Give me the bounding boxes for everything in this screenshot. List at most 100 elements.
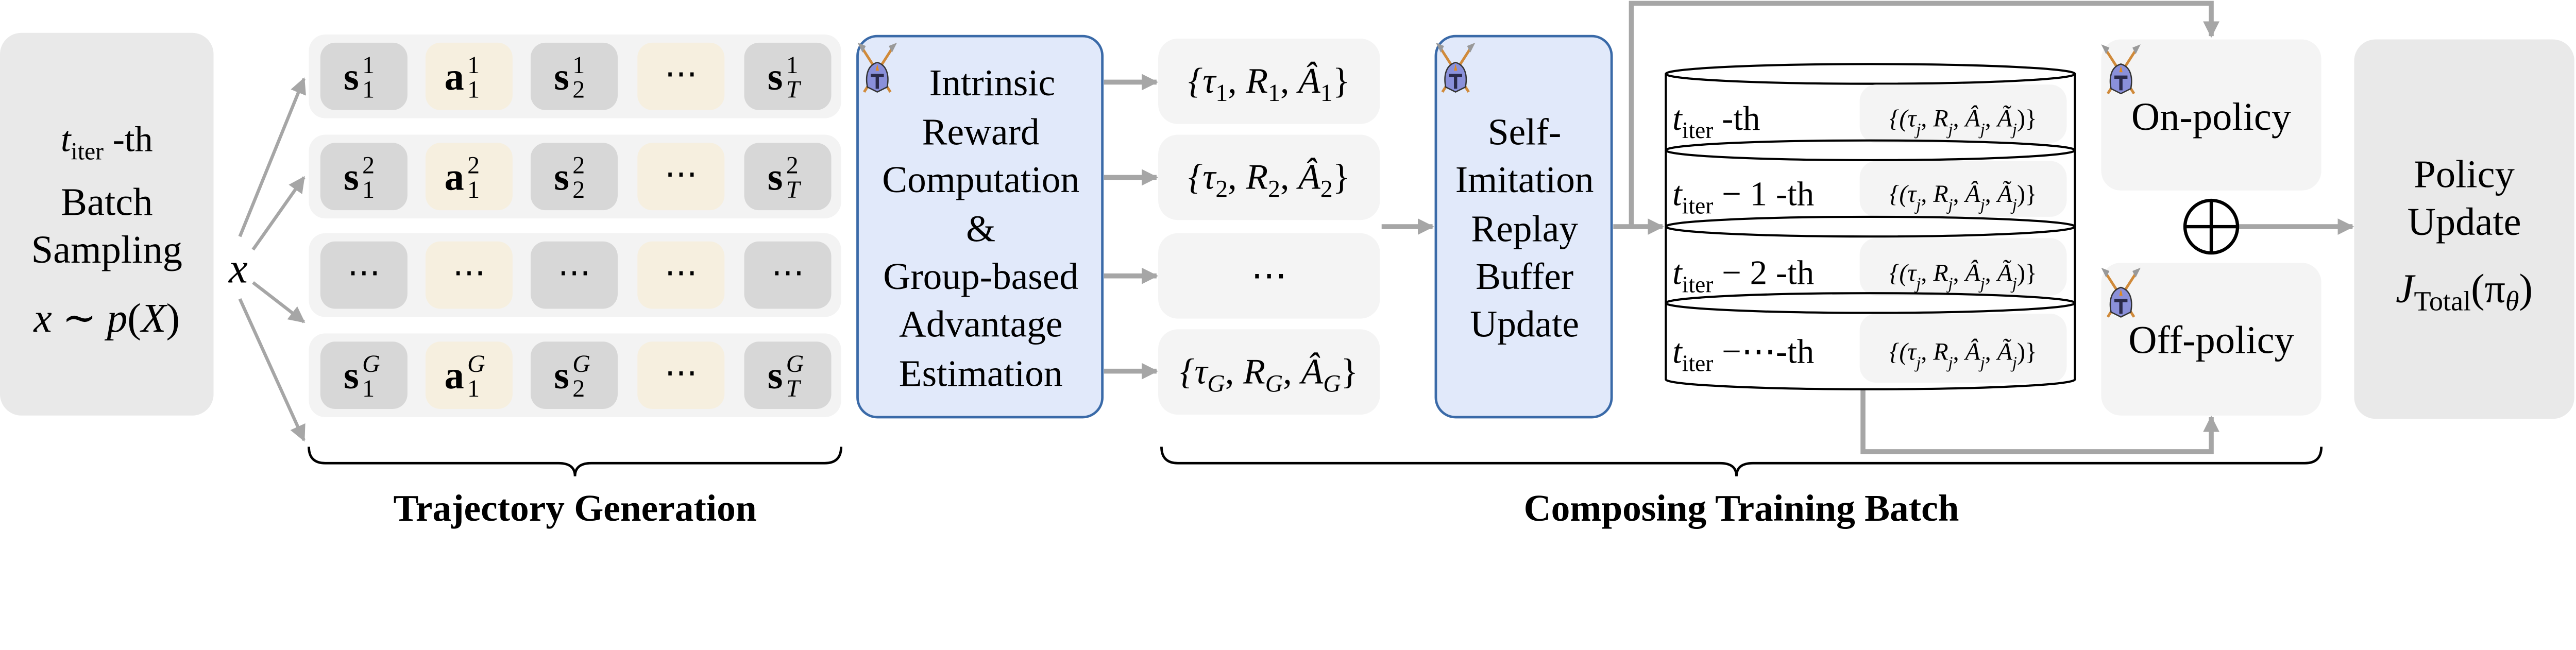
math-part: j (2010, 196, 2017, 214)
math-part: Â (1296, 61, 1321, 101)
cell-superscript: 2 (362, 151, 375, 179)
math-part: -th (1713, 99, 1760, 138)
math-part: , (1953, 180, 1965, 208)
buffer-tuple-text: {(τj, Rj, Âj, Ãj)} (1889, 180, 2037, 214)
replay-bg (1434, 35, 1613, 419)
math-part: iter (1682, 117, 1714, 143)
cell-bg (425, 341, 513, 409)
replay-line: Self- (1488, 111, 1562, 153)
sampling-label: Sampling (31, 228, 182, 271)
action-cell: ⋯ (637, 341, 725, 409)
math-part: , (1921, 259, 1933, 286)
math-part: {(τ (1889, 259, 1917, 286)
math-part: -th (104, 119, 152, 159)
math-part: , (1283, 352, 1301, 392)
cell-bg (637, 241, 725, 309)
math-part: , (1985, 338, 1997, 365)
math-part: ) (166, 296, 180, 341)
math-part: {(τ (1889, 105, 1917, 132)
math-part: j (1978, 275, 1985, 293)
cell-bg (530, 143, 618, 211)
math-part: R (1933, 338, 1948, 365)
math-part: j (1946, 275, 1953, 293)
ellipsis: ⋯ (665, 254, 698, 290)
buffer-tuple-bg (1859, 314, 2067, 383)
intrinsic-line: Reward (922, 111, 1040, 153)
math-part: Â (1964, 259, 1981, 286)
buffer-slot: titer − 2 -th{(τj, Rj, Âj, Ãj)} (1672, 238, 2067, 298)
buffer-iteration-label: titer -th (1672, 99, 1760, 143)
math-part: 2 (1215, 176, 1228, 203)
math-part: θ (2505, 286, 2519, 317)
cell-symbol: s (554, 353, 569, 397)
update-label: Update (2408, 200, 2521, 244)
math-part: )} (2017, 105, 2037, 132)
cell-subscript: 2 (572, 76, 585, 104)
intrinsic-line: Advantage (899, 303, 1063, 345)
cell-superscript: G (786, 350, 804, 378)
cell-bg (744, 241, 832, 309)
math-part: {(τ (1889, 338, 1917, 365)
cell-superscript: 1 (467, 52, 480, 79)
math-part: {(τ (1889, 180, 1917, 208)
math-part: j (2010, 353, 2017, 372)
math-part: Ã (1996, 338, 2013, 365)
intrinsic-line: Computation (882, 159, 1079, 200)
composing-brace (1160, 447, 2323, 476)
trajectory-generation-label: Trajectory Generation (393, 487, 756, 529)
math-part: G (1265, 370, 1283, 398)
iteration-label: titer -th (61, 119, 152, 165)
cell-bg (744, 42, 832, 110)
buffer-separator (1665, 215, 2076, 238)
math-part: , (1921, 105, 1933, 132)
cell-symbol: s (768, 155, 783, 198)
math-part: j (1914, 196, 1921, 214)
off-policy-box: Off-policy (2101, 263, 2321, 416)
math-part: , (1228, 157, 1246, 197)
intrinsic-line: Estimation (899, 352, 1063, 394)
math-part: R (1245, 157, 1268, 197)
cylinder-body (1665, 74, 2076, 390)
math-part: J (2396, 266, 2416, 312)
math-part: j (1978, 196, 1985, 214)
cell-subscript: 1 (467, 375, 480, 402)
replay-line: Buffer (1476, 255, 1573, 297)
math-part: } (1341, 352, 1359, 392)
math-part: 2 (1268, 176, 1280, 203)
intrinsic-line: Group-based (883, 255, 1078, 297)
cell-bg (320, 42, 408, 110)
arrow-to-row-2 (251, 176, 306, 251)
cell-symbol: s (344, 55, 359, 98)
math-part: } (1333, 157, 1350, 197)
math-part: j (1978, 120, 1985, 139)
cell-bg (744, 341, 832, 409)
math-part: j (2010, 275, 2017, 293)
buffer-tuple-bg (1859, 238, 2067, 296)
cell-superscript: G (572, 350, 590, 378)
sample-arrows (238, 77, 306, 442)
cell-subscript: 1 (467, 176, 480, 203)
cell-symbol: s (344, 155, 359, 198)
ellipsis: ⋯ (665, 156, 698, 192)
intrinsic-line: & (966, 208, 995, 250)
math-part: − 1 -th (1713, 175, 1814, 213)
intrinsic-reward-bg (856, 35, 1104, 419)
off-policy-label: Off-policy (2128, 318, 2294, 362)
cell-symbol: s (554, 155, 569, 198)
on-policy-box: On-policy (2101, 39, 2321, 191)
math-part: −⋯-th (1713, 333, 1814, 371)
cell-superscript: 1 (572, 52, 585, 79)
